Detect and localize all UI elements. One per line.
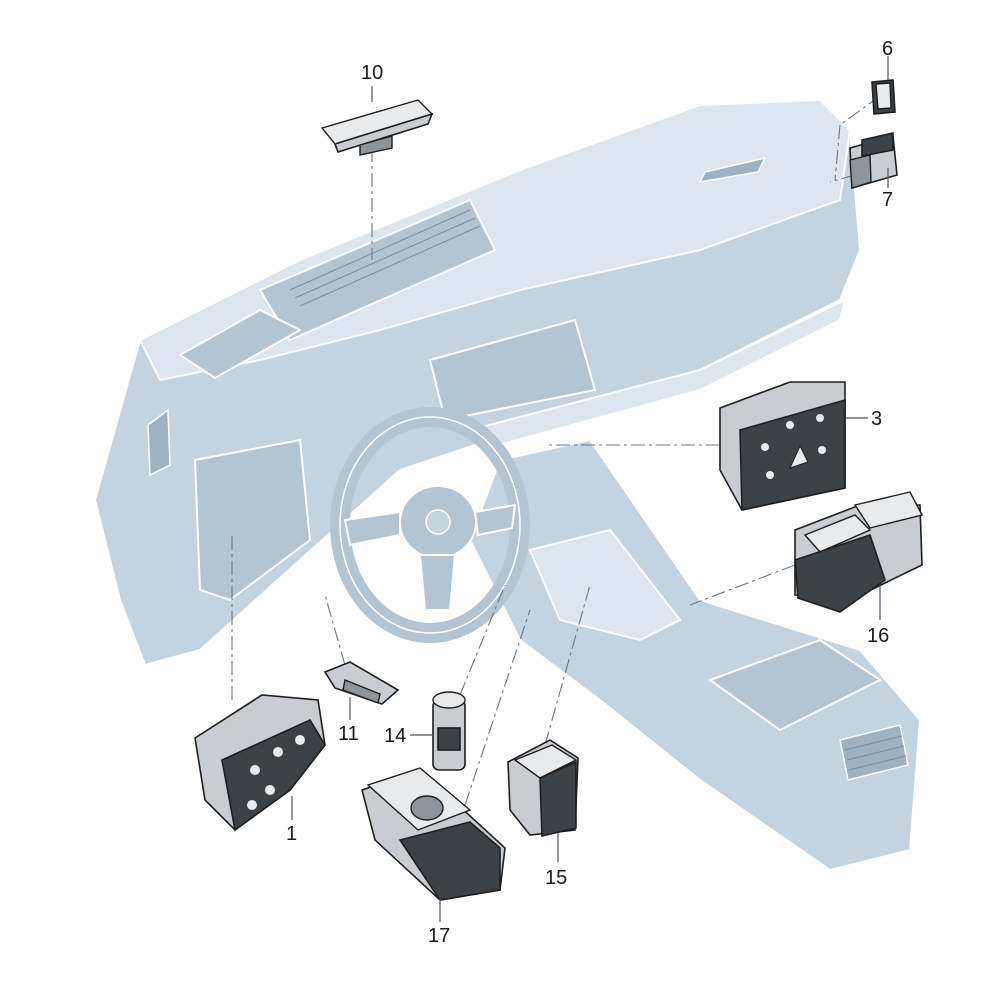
- part-14-start-button[interactable]: [432, 691, 466, 771]
- callout-11: 11: [338, 723, 359, 745]
- callout-1: 1: [286, 823, 297, 845]
- steering-wheel: [330, 407, 530, 643]
- defrost-vent-grille: [289, 209, 481, 307]
- part-16-switch-block[interactable]: [794, 491, 924, 613]
- callout-14: 14: [384, 725, 406, 747]
- callout-7: 7: [882, 189, 893, 211]
- part-10-hud-unit[interactable]: [320, 99, 434, 156]
- callout-leaders: [291, 56, 889, 922]
- part-15-parking-switch[interactable]: [507, 739, 579, 838]
- part-7-switch[interactable]: [849, 131, 898, 190]
- part-3-center-switch-panel[interactable]: [719, 381, 846, 511]
- part-17-selector-base[interactable]: [361, 767, 506, 901]
- dashboard-assembly: [93, 98, 922, 872]
- part-6-cover[interactable]: [871, 79, 896, 115]
- part-1-light-switch[interactable]: [194, 694, 326, 832]
- callout-15: 15: [545, 867, 567, 889]
- dashed-leaders: [231, 95, 881, 806]
- part-11-sensor[interactable]: [323, 661, 400, 705]
- callout-17: 17: [428, 925, 450, 947]
- callout-10: 10: [361, 62, 383, 84]
- callout-6: 6: [882, 38, 893, 60]
- rear-vent-slats: [844, 735, 907, 771]
- callout-3: 3: [871, 408, 882, 430]
- callout-16: 16: [867, 625, 889, 647]
